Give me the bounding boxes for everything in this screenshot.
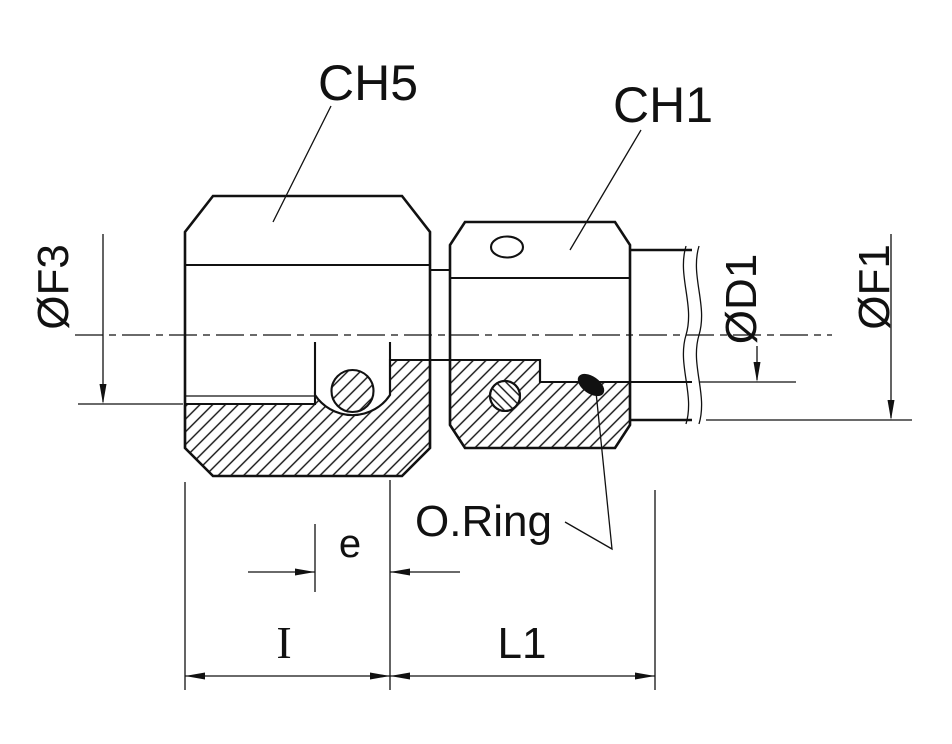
dim-f3: ØF3 <box>29 234 183 405</box>
callout-oring: O.Ring <box>415 391 613 551</box>
oring-label: O.Ring <box>415 497 552 546</box>
d1-label: ØD1 <box>717 254 766 344</box>
f1-label: ØF1 <box>850 244 899 330</box>
f3-arrowhead <box>99 384 107 404</box>
oring-section <box>577 373 605 397</box>
seal-ring-section <box>488 379 522 413</box>
left-body-section-hatch <box>183 358 432 478</box>
dim-f1: ØF1 <box>706 234 912 421</box>
wrench-hole <box>489 235 525 259</box>
ch5-label: CH5 <box>318 55 418 111</box>
dim-l1: L1 <box>390 490 656 690</box>
ch1-leader-line <box>569 129 642 251</box>
ch5-leader-line <box>272 105 332 223</box>
e-label: e <box>339 522 361 566</box>
callout-ch5: CH5 <box>272 55 418 223</box>
l1-label: L1 <box>498 619 547 668</box>
ch1-label: CH1 <box>613 77 713 133</box>
e-arrowhead-left <box>295 568 315 576</box>
i-label: I <box>276 617 291 668</box>
dim-e: e <box>248 522 460 592</box>
e-arrowhead-right <box>390 568 410 576</box>
seal-section-left <box>330 368 375 414</box>
oring-leader-line <box>564 391 613 551</box>
dim-i: I <box>184 480 391 690</box>
callout-ch1: CH1 <box>569 77 713 251</box>
l1-arrowhead-left <box>390 672 410 680</box>
section-hatching <box>183 358 632 478</box>
f1-arrowhead <box>887 400 895 420</box>
i-arrowhead-right <box>370 672 390 680</box>
l1-arrowhead-right <box>635 672 655 680</box>
i-arrowhead-left <box>185 672 205 680</box>
f3-label: ØF3 <box>29 244 78 330</box>
dim-d1: ØD1 <box>700 254 796 383</box>
d1-arrowhead <box>753 362 761 382</box>
